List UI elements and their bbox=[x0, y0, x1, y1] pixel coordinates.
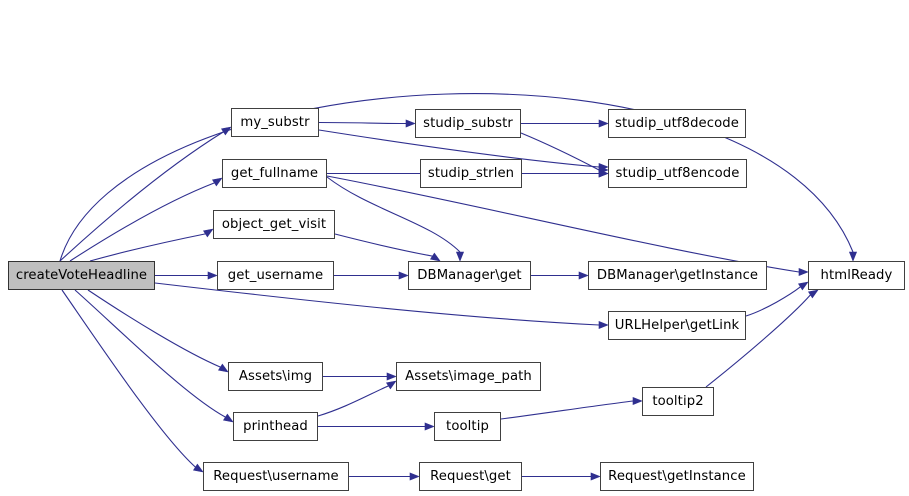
graph-arrowhead-createVoteHeadline-to-object_get_visit bbox=[202, 228, 214, 238]
graph-node-label: Request\getInstance bbox=[608, 468, 746, 484]
graph-node-label: Assets\img bbox=[238, 368, 313, 384]
graph-arrowhead-get_fullname-to-DBManager_get bbox=[455, 251, 465, 262]
graph-node-studip-utf8decode[interactable]: studip_utf8decode bbox=[608, 109, 746, 138]
graph-node-studip-utf8encode[interactable]: studip_utf8encode bbox=[608, 159, 747, 188]
graph-arrowhead-printhead-to-Assets_image_path bbox=[385, 380, 397, 390]
graph-arrowhead-studip_strlen-to-studip_utf8encode bbox=[598, 169, 609, 178]
graph-node-get-fullname[interactable]: get_fullname bbox=[222, 159, 327, 188]
graph-node-label: studip_utf8encode bbox=[615, 165, 740, 181]
graph-edge-get_fullname-to-DBManager_get bbox=[326, 176, 461, 253]
graph-arrowhead-my_substr-to-studip_substr bbox=[405, 119, 416, 128]
graph-arrowhead-tooltip2-to-htmlReady bbox=[807, 289, 819, 299]
graph-node-label: my_substr bbox=[240, 114, 310, 130]
graph-edge-studip_substr-to-studip_utf8encode bbox=[520, 132, 600, 171]
graph-edge-createVoteHeadline-to-Assets_img bbox=[87, 289, 221, 368]
graph-node-label: studip_strlen bbox=[427, 165, 515, 181]
graph-edge-URLHelper_getLink-to-htmlReady bbox=[745, 286, 801, 317]
graph-node-label: get_username bbox=[227, 267, 324, 283]
graph-node-urlhelper-getlink[interactable]: URLHelper\getLink bbox=[608, 311, 746, 340]
graph-node-dbmanager-getinstance[interactable]: DBManager\getInstance bbox=[588, 261, 767, 290]
graph-node-label: Request\username bbox=[213, 468, 339, 484]
graph-node-label: DBManager\get bbox=[417, 267, 522, 283]
graph-node-label: createVoteHeadline bbox=[15, 267, 148, 283]
graph-arrowhead-createVoteHeadline-to-my_substr bbox=[220, 126, 232, 136]
graph-node-printhead[interactable]: printhead bbox=[233, 412, 318, 441]
graph-edge-tooltip2-to-htmlReady bbox=[705, 294, 811, 388]
graph-node-label: get_fullname bbox=[230, 165, 319, 181]
graph-arrowhead-object_get_visit-to-DBManager_get bbox=[429, 252, 441, 262]
graph-edge-createVoteHeadline-to-my_substr bbox=[59, 131, 224, 262]
graph-node-label: DBManager\getInstance bbox=[596, 267, 759, 283]
graph-edge-tooltip-to-tooltip2 bbox=[500, 400, 634, 420]
graph-arrowhead-createVoteHeadline-to-htmlReady bbox=[848, 251, 858, 262]
graph-arrowhead-get_fullname-to-htmlReady bbox=[798, 267, 809, 277]
graph-arrowhead-createVoteHeadline-to-printhead bbox=[222, 413, 234, 423]
graph-node-label: Assets\image_path bbox=[405, 368, 532, 384]
graph-node-label: tooltip bbox=[446, 418, 489, 434]
graph-node-label: printhead bbox=[243, 418, 308, 434]
graph-arrowhead-createVoteHeadline-to-URLHelper_getLink bbox=[598, 320, 609, 330]
graph-edge-createVoteHeadline-to-URLHelper_getLink bbox=[154, 282, 600, 326]
graph-node-label: URLHelper\getLink bbox=[614, 317, 740, 333]
graph-edge-printhead-to-Assets_image_path bbox=[317, 385, 389, 417]
graph-arrowhead-Assets_img-to-Assets_image_path bbox=[386, 372, 397, 381]
graph-node-tooltip2[interactable]: tooltip2 bbox=[642, 387, 714, 416]
graph-node-studip-strlen[interactable]: studip_strlen bbox=[420, 159, 522, 188]
graph-edge-my_substr-to-studip_utf8encode bbox=[318, 129, 600, 168]
graph-node-label: studip_utf8decode bbox=[615, 115, 739, 131]
graph-node-label: htmlReady bbox=[820, 267, 893, 283]
graph-node-my-substr[interactable]: my_substr bbox=[231, 108, 319, 137]
graph-edge-createVoteHeadline-to-Request_username bbox=[61, 289, 196, 468]
graph-arrowhead-createVoteHeadline-to-get_username bbox=[207, 271, 218, 280]
graph-arrowhead-URLHelper_getLink-to-htmlReady bbox=[797, 281, 809, 291]
graph-edge-createVoteHeadline-to-object_get_visit bbox=[89, 233, 206, 262]
graph-node-studip-substr[interactable]: studip_substr bbox=[415, 109, 521, 138]
graph-node-request-getinstance[interactable]: Request\getInstance bbox=[600, 462, 754, 491]
graph-arrowhead-studip_substr-to-studip_utf8decode bbox=[598, 119, 609, 128]
graph-node-label: tooltip2 bbox=[652, 393, 704, 409]
graph-edge-createVoteHeadline-to-get_fullname bbox=[69, 182, 215, 262]
graph-arrowhead-printhead-to-tooltip bbox=[424, 422, 435, 431]
graph-arrowhead-Request_username-to-Request_get bbox=[409, 472, 420, 481]
graph-arrowhead-Request_get-to-Request_getInstance bbox=[590, 472, 601, 481]
graph-edge-createVoteHeadline-to-htmlReady bbox=[59, 93, 854, 262]
graph-node-assets-image-path[interactable]: Assets\image_path bbox=[396, 362, 541, 391]
graph-edge-get_fullname-to-htmlReady bbox=[326, 175, 800, 273]
graph-arrowhead-createVoteHeadline-to-get_fullname bbox=[211, 177, 223, 187]
graph-edge-createVoteHeadline-to-printhead bbox=[74, 289, 226, 418]
graph-node-get-username[interactable]: get_username bbox=[217, 261, 334, 290]
graph-edge-object_get_visit-to-DBManager_get bbox=[334, 233, 433, 257]
graph-arrowhead-createVoteHeadline-to-Assets_img bbox=[217, 363, 229, 373]
graph-edge-my_substr-to-studip_substr bbox=[318, 121, 407, 125]
graph-arrowhead-createVoteHeadline-to-Request_username bbox=[192, 463, 204, 473]
graph-node-label: object_get_visit bbox=[221, 216, 327, 232]
graph-node-request-username[interactable]: Request\username bbox=[203, 462, 349, 491]
graph-node-htmlready[interactable]: htmlReady bbox=[808, 261, 905, 290]
graph-node-assets-img[interactable]: Assets\img bbox=[228, 362, 323, 391]
graph-arrowhead-get_username-to-DBManager_get bbox=[398, 271, 409, 280]
graph-node-object-get-visit[interactable]: object_get_visit bbox=[213, 210, 335, 239]
graph-node-createvoteheadline[interactable]: createVoteHeadline bbox=[8, 261, 155, 290]
graph-node-label: Request\get bbox=[430, 468, 511, 484]
graph-node-request-get[interactable]: Request\get bbox=[419, 462, 522, 491]
graph-node-tooltip[interactable]: tooltip bbox=[434, 412, 501, 441]
graph-node-dbmanager-get[interactable]: DBManager\get bbox=[408, 261, 531, 290]
graph-arrowhead-DBManager_get-to-DBManager_getInstance bbox=[578, 271, 589, 280]
graph-node-label: studip_substr bbox=[423, 115, 513, 131]
graph-arrowhead-tooltip-to-tooltip2 bbox=[632, 396, 643, 406]
